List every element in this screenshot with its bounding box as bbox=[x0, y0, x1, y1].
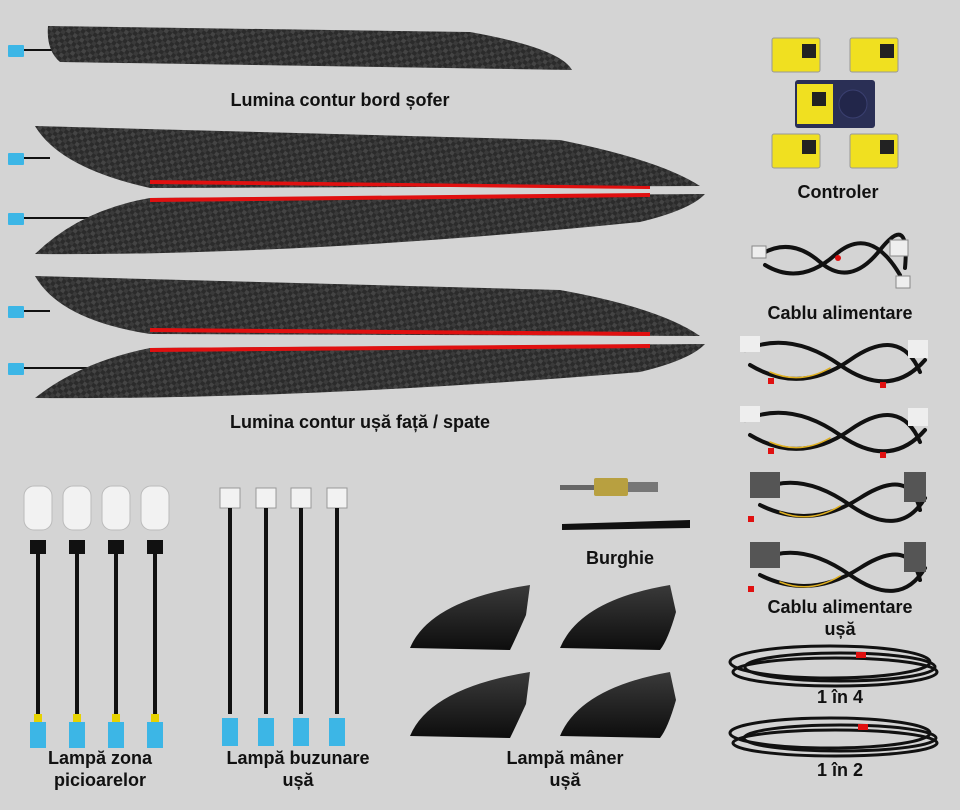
door-power-cable-label-line-1: Cablu alimentare bbox=[767, 597, 913, 617]
door-light-label: Lumina contur ușă față / spate bbox=[229, 412, 491, 432]
door-light-strip-4 bbox=[8, 344, 705, 399]
pocket-lamps bbox=[219, 487, 348, 746]
dash-light-strip bbox=[8, 26, 572, 70]
cable-1-in-4 bbox=[728, 644, 939, 688]
foot-lamp-label-line-1: Lampă zona bbox=[47, 748, 153, 768]
dash-light-label: Lumina contur bord șofer bbox=[230, 90, 450, 110]
door-power-cables bbox=[740, 336, 928, 593]
pocket-lamp-label: Lampă buzunare ușă bbox=[210, 747, 386, 791]
handle-lamps bbox=[410, 585, 676, 738]
drill-label: Burghie bbox=[585, 548, 654, 568]
door-light-strip-2 bbox=[8, 193, 705, 255]
pocket-lamp-label-line-1: Lampă buzunare bbox=[226, 748, 370, 768]
foot-lamp-label-line-2: picioarelor bbox=[53, 770, 147, 790]
controller-label: Controler bbox=[797, 182, 879, 202]
cable-1-in-4-label: 1 în 4 bbox=[816, 687, 864, 707]
cable-1-in-2 bbox=[728, 716, 939, 758]
drill-bits bbox=[560, 478, 690, 530]
door-light-strip-1 bbox=[8, 126, 700, 189]
foot-lamp-label: Lampă zona picioarelor bbox=[20, 747, 180, 791]
door-power-cable-label: Cablu alimentare ușă bbox=[745, 596, 935, 640]
door-light-strip-3 bbox=[8, 276, 700, 336]
handle-lamp-label-line-1: Lampă mâner bbox=[506, 748, 624, 768]
power-cable-label: Cablu alimentare bbox=[767, 303, 913, 323]
handle-lamp-label: Lampă mâner ușă bbox=[490, 747, 640, 791]
door-power-cable-label-line-2: ușă bbox=[824, 619, 856, 639]
pocket-lamp-label-line-2: ușă bbox=[282, 770, 314, 790]
controller-module bbox=[771, 37, 899, 169]
controller-set bbox=[771, 37, 899, 169]
foot-lamps bbox=[23, 485, 170, 748]
cable-1-in-2-label: 1 în 2 bbox=[816, 760, 864, 780]
handle-lamp-label-line-2: ușă bbox=[549, 770, 581, 790]
power-cable bbox=[751, 232, 911, 289]
